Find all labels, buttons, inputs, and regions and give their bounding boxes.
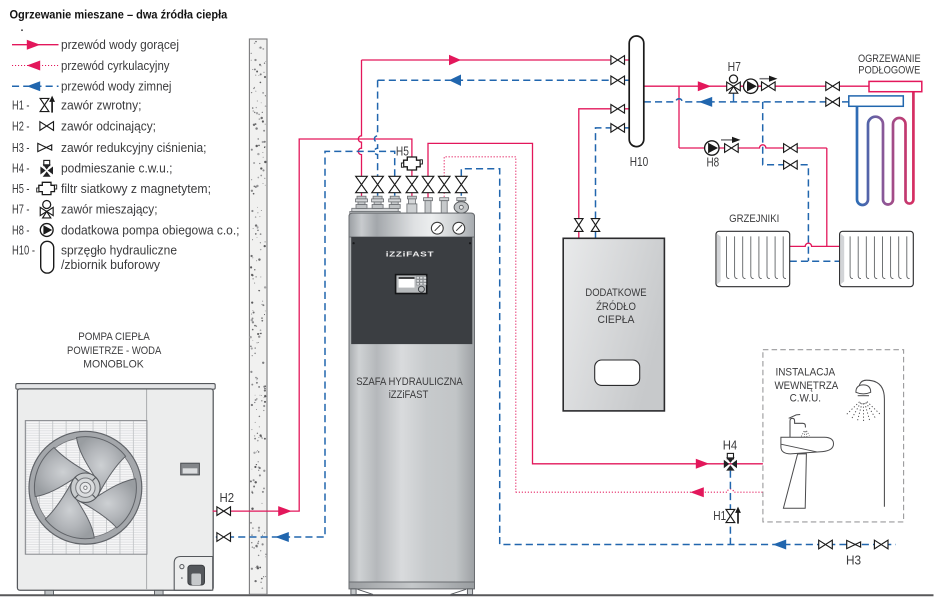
svg-text:SZAFA HYDRAULICZNA: SZAFA HYDRAULICZNA [356,376,463,388]
svg-text:/zbiornik buforowy: /zbiornik buforowy [61,258,161,272]
svg-text:H8: H8 [706,156,719,170]
svg-text:ŹRÓDŁO: ŹRÓDŁO [596,300,636,313]
svg-text:iZZiFAST: iZZiFAST [389,389,429,401]
svg-text:OGRZEWANIE: OGRZEWANIE [858,53,921,65]
svg-text:CIEPŁA: CIEPŁA [598,314,636,326]
svg-text:filtr siatkowy z magnetytem;: filtr siatkowy z magnetytem; [61,182,211,196]
svg-text:H10 -: H10 - [12,244,35,258]
svg-text:Ogrzewanie mieszane – dwa źród: Ogrzewanie mieszane – dwa źródła ciepła [10,7,228,21]
svg-text:przewód wody gorącej: przewód wody gorącej [61,38,179,52]
svg-text:H1: H1 [713,509,726,523]
svg-text:dodatkowa pompa obiegowa c.o.;: dodatkowa pompa obiegowa c.o.; [61,223,240,237]
svg-text:H2: H2 [220,491,235,505]
svg-text:PODŁOGOWE: PODŁOGOWE [858,65,920,77]
svg-text:H7: H7 [728,60,741,74]
svg-text:H5 -: H5 - [12,182,30,196]
svg-text:H10: H10 [630,155,649,169]
svg-text:H1 -: H1 - [12,98,30,112]
svg-text:podmieszanie c.w.u.;: podmieszanie c.w.u.; [61,161,173,175]
svg-text:zawór odcinający;: zawór odcinający; [61,119,156,133]
svg-text:przewód cyrkulacyjny: przewód cyrkulacyjny [61,59,170,73]
svg-text:H5: H5 [396,144,409,158]
svg-text:WEWNĘTRZA: WEWNĘTRZA [775,380,840,392]
svg-text:H4 -: H4 - [12,161,30,175]
svg-text:POMPA CIEPŁA: POMPA CIEPŁA [78,331,150,343]
svg-text:zawór redukcyjny ciśnienia;: zawór redukcyjny ciśnienia; [61,141,207,155]
svg-text:H2 -: H2 - [12,119,30,133]
svg-text:DODATKOWE: DODATKOWE [585,287,646,299]
svg-text:H4: H4 [723,438,738,452]
svg-text:H3 -: H3 - [12,141,30,155]
svg-text:H7 -: H7 - [12,202,30,216]
svg-text:H8 -: H8 - [12,223,30,237]
svg-text:zawór mieszający;: zawór mieszający; [61,202,158,216]
svg-text:zawór zwrotny;: zawór zwrotny; [61,98,142,112]
svg-text:MONOBLOK: MONOBLOK [83,358,144,370]
svg-text:przewód wody zimnej: przewód wody zimnej [61,80,172,94]
svg-text:INSTALACJA: INSTALACJA [775,366,835,378]
svg-text:C.W.U.: C.W.U. [790,393,821,405]
svg-text:GRZEJNIKI: GRZEJNIKI [729,213,779,225]
svg-text:sprzęgło hydrauliczne: sprzęgło hydrauliczne [61,244,177,258]
svg-text:iZZiFAST: iZZiFAST [386,249,435,258]
svg-text:POWIETRZE - WODA: POWIETRZE - WODA [67,345,162,357]
svg-text:H3: H3 [846,554,861,568]
